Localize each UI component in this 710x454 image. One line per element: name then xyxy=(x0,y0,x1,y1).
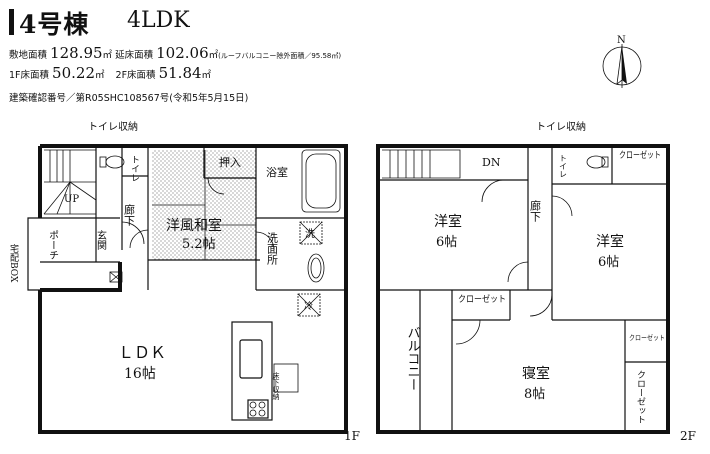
f1-label-ldk: ＬＤＫ xyxy=(118,343,166,362)
site-area-label: 敷地面積 xyxy=(9,50,48,61)
floor1-area-value: 50.22 xyxy=(52,64,95,82)
f2-label-room2-size: 6帖 xyxy=(598,255,619,270)
f2-label-closet-mid: クローゼット xyxy=(458,293,506,305)
f2-label-room1-size: 6帖 xyxy=(436,235,457,250)
f2-label-dn: DN xyxy=(482,156,501,169)
total-floor-unit: ㎡ xyxy=(208,50,219,61)
fridge-space xyxy=(297,293,321,317)
f1-label-toilet: トイレ xyxy=(129,155,140,182)
f1-label-storage: 押入 xyxy=(219,155,241,169)
floor1-toilet-icon xyxy=(99,155,125,169)
floor1-area-unit: ㎡ xyxy=(95,70,105,81)
layout-type: 4LDK xyxy=(127,8,190,33)
total-floor-label: 延床面積 xyxy=(115,50,154,61)
laundry-space xyxy=(299,221,323,245)
delivery-box-icon xyxy=(109,271,123,283)
floor2-area-unit: ㎡ xyxy=(201,70,212,81)
total-floor-note: (ルーフバルコニー除外面積／95.58㎡) xyxy=(218,52,342,60)
floor1-plan: トイレ収納 トイレ 押入 浴室 UP 廊下 洋風和室 5.2帖 洗 洗面所 玄関… xyxy=(8,120,360,443)
floor2-area-value: 51.84 xyxy=(158,64,202,82)
floor2-area-label: 2F床面積 xyxy=(115,70,156,81)
f1-label-washitsu-size: 5.2帖 xyxy=(182,237,216,252)
f1-label-porch: ポーチ xyxy=(47,230,59,260)
f1-label-delivery-box: 宅配BOX xyxy=(8,243,19,283)
f2-label-room1: 洋室 xyxy=(434,213,462,230)
f2-label-toilet: トイレ xyxy=(559,154,568,178)
total-floor-value: 102.06 xyxy=(156,44,209,62)
building-title: 4号棟 xyxy=(19,10,90,39)
floor2-toilet-icon xyxy=(586,155,609,169)
floor2-plan: トイレ収納 DN トイレ クローゼット 洋室 6帖 廊下 洋室 6帖 クローゼッ… xyxy=(376,120,696,443)
washbasin-icon xyxy=(307,253,325,283)
f2-label-toilet-storage: トイレ収納 xyxy=(536,120,586,133)
floor-storage-hatch xyxy=(273,363,299,393)
floor1-outer-wall xyxy=(38,144,348,434)
stove-icon xyxy=(249,401,266,417)
permit-number: 建築確認番号／第R05SHC108567号(令和5年5月15日) xyxy=(9,93,249,104)
floor2-stairs xyxy=(382,149,461,179)
f1-label-up: UP xyxy=(64,194,79,205)
compass-north-label: N xyxy=(617,35,626,46)
f2-label-closet-vertical: クローゼット xyxy=(635,370,646,424)
floor1-area-label: 1F床面積 xyxy=(9,70,50,81)
kitchen-counter xyxy=(231,321,273,421)
floor2-outer-wall xyxy=(376,144,670,434)
f1-label-ldk-size: 16帖 xyxy=(124,366,156,382)
f1-label-floor-storage: 床下収納 xyxy=(272,371,280,401)
f2-label-room2: 洋室 xyxy=(596,233,624,250)
f2-label-bedroom: 寝室 xyxy=(522,365,550,382)
north-compass-icon: N xyxy=(602,35,642,88)
f2-label-closet-small: クローゼット xyxy=(629,333,665,342)
f1-label-hall: 廊下 xyxy=(123,203,136,227)
site-area-unit: ㎡ xyxy=(102,50,113,61)
area-line-2: 1F床面積 50.22㎡ 2F床面積 51.84㎡ xyxy=(9,64,211,82)
area-line-1: 敷地面積 128.95㎡ 延床面積 102.06㎡(ルーフバルコニー除外面積／9… xyxy=(9,44,341,62)
floor2-label: 2F xyxy=(680,429,696,443)
f2-label-balcony: バルコニー xyxy=(405,326,421,391)
f2-label-closet-top: クローゼット xyxy=(619,149,661,161)
site-area-value: 128.95 xyxy=(50,44,103,62)
f1-label-bath: 浴室 xyxy=(266,165,288,179)
f2-label-bedroom-size: 8帖 xyxy=(524,387,545,402)
f1-label-entrance: 玄関 xyxy=(95,229,107,251)
title-accent-bar xyxy=(9,9,14,35)
f1-label-laundry: 洗 xyxy=(305,228,315,240)
f2-label-hall: 廊下 xyxy=(529,199,542,223)
floor1-label: 1F xyxy=(344,429,360,443)
f1-label-fridge: 冷 xyxy=(304,300,313,312)
f1-label-washroom: 洗面所 xyxy=(266,232,279,266)
bathtub-icon xyxy=(301,149,341,213)
f1-label-washitsu: 洋風和室 xyxy=(166,217,222,234)
f1-label-toilet-storage: トイレ収納 xyxy=(88,120,138,133)
